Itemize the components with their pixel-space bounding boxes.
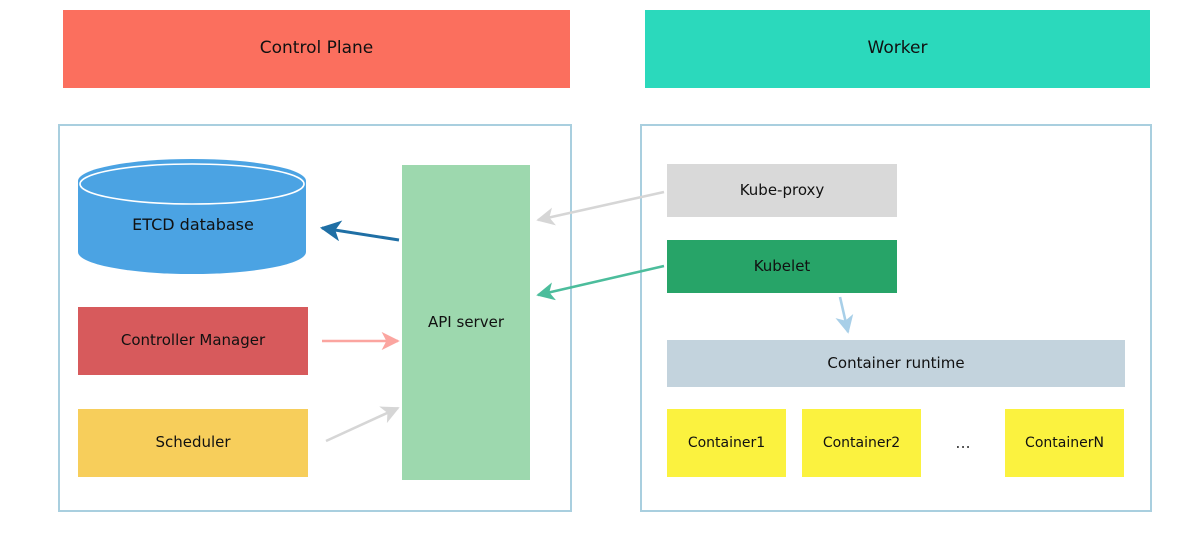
panel-worker (640, 124, 1152, 512)
node-container-2-label: Container2 (822, 434, 901, 451)
node-container-2: Container2 (802, 409, 921, 477)
node-controller-manager-label: Controller Manager (120, 331, 266, 350)
node-controller-manager: Controller Manager (78, 307, 308, 375)
node-kubelet-label: Kubelet (753, 256, 811, 275)
container-ellipsis-label: ... (938, 409, 988, 477)
node-container-n: ContainerN (1005, 409, 1124, 477)
node-api-server: API server (402, 165, 530, 480)
node-container-runtime-label: Container runtime (827, 353, 965, 372)
etcd-database-text: ETCD database (132, 214, 254, 234)
banner-worker-label: Worker (867, 38, 928, 59)
node-container-n-label: ContainerN (1025, 434, 1104, 451)
etcd-database-label: ETCD database (78, 205, 308, 245)
node-container-1-label: Container1 (687, 434, 766, 451)
container-ellipsis-text: ... (955, 432, 971, 452)
node-kubelet: Kubelet (667, 240, 897, 293)
node-scheduler-label: Scheduler (155, 433, 231, 452)
node-api-server-label: API server (428, 312, 504, 331)
panel-control-plane (58, 124, 572, 512)
node-container-runtime: Container runtime (667, 340, 1125, 387)
banner-control-plane-label: Control Plane (259, 38, 374, 59)
node-kube-proxy: Kube-proxy (667, 164, 897, 217)
node-kube-proxy-label: Kube-proxy (739, 180, 825, 199)
node-container-1: Container1 (667, 409, 786, 477)
banner-worker: Worker (645, 10, 1150, 88)
banner-control-plane: Control Plane (63, 10, 570, 88)
node-scheduler: Scheduler (78, 409, 308, 477)
